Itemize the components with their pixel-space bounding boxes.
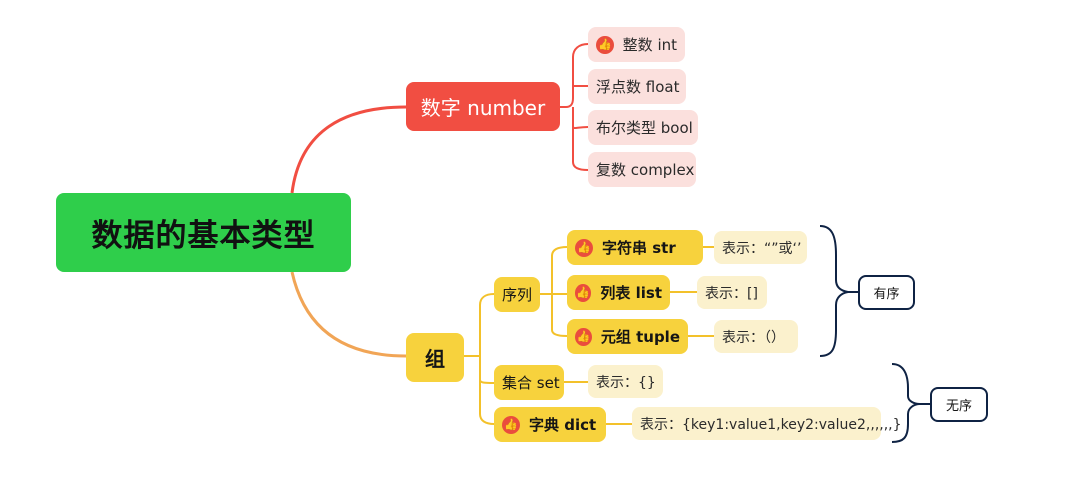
str-value-node: 表示：“”或‘’ <box>714 231 807 264</box>
str-value-label: 表示：“”或‘’ <box>722 240 802 257</box>
str-label: 字符串 str <box>602 239 676 257</box>
list-value-label: 表示：[] <box>705 285 758 302</box>
list-label: 列表 list <box>600 284 662 302</box>
root-to-number-connector <box>290 105 407 194</box>
unordered-tag-label: 无序 <box>945 399 972 414</box>
ordered-tag-label: 有序 <box>873 287 900 302</box>
unordered-tag: 无序 <box>930 387 988 422</box>
set-value-node: 表示：{} <box>588 365 663 398</box>
tuple-value-node: 表示：（） <box>714 320 798 353</box>
number-branch-node: 数字 number <box>406 82 560 131</box>
group-children-connector <box>464 293 495 425</box>
tuple-label: 元组 tuple <box>600 328 680 346</box>
set-label: 集合 set <box>502 374 560 392</box>
tuple-value-label: 表示：（） <box>722 329 785 346</box>
set-node: 集合 set <box>494 365 564 400</box>
int-node: 👍 整数 int <box>588 27 685 62</box>
float-node: 浮点数 float <box>588 69 686 104</box>
thumbs-up-icon: 👍 <box>575 283 592 302</box>
bool-node: 布尔类型 bool <box>588 110 698 145</box>
dict-node: 👍 字典 dict <box>494 407 606 442</box>
tuple-node: 👍 元组 tuple <box>567 319 688 354</box>
thumbs-up-icon: 👍 <box>575 327 592 346</box>
float-label: 浮点数 float <box>596 78 680 96</box>
list-value-node: 表示：[] <box>697 276 767 309</box>
ordered-tag: 有序 <box>858 275 915 310</box>
number-branch-label: 数字 number <box>420 96 546 120</box>
thumbs-up-icon: 👍 <box>575 238 593 257</box>
dict-value-node: 表示：{key1:value1,key2:value2,,,,,,} <box>632 407 902 440</box>
dict-value-label: 表示：{key1:value1,key2:value2,,,,,,} <box>640 416 902 433</box>
number-children-connector <box>560 43 589 171</box>
root-label: 数据的基本类型 <box>91 218 316 254</box>
thumbs-up-icon: 👍 <box>596 35 614 54</box>
bool-label: 布尔类型 bool <box>596 119 693 137</box>
root-node: 数据的基本类型 <box>56 193 351 272</box>
group-branch-label: 组 <box>425 347 445 371</box>
sequence-children-connector <box>540 246 568 337</box>
int-label: 整数 int <box>622 36 677 54</box>
dict-label: 字典 dict <box>529 416 597 434</box>
sequence-node: 序列 <box>494 277 540 312</box>
group-branch-node: 组 <box>406 333 464 382</box>
list-node: 👍 列表 list <box>567 275 670 310</box>
sequence-label: 序列 <box>502 286 533 304</box>
complex-label: 复数 complex <box>596 161 695 179</box>
str-node: 👍 字符串 str <box>567 230 703 265</box>
root-to-group-connector <box>290 271 407 358</box>
complex-node: 复数 complex <box>588 152 696 187</box>
ordered-bracket <box>819 225 849 357</box>
thumbs-up-icon: 👍 <box>502 415 520 434</box>
set-value-label: 表示：{} <box>596 374 656 391</box>
